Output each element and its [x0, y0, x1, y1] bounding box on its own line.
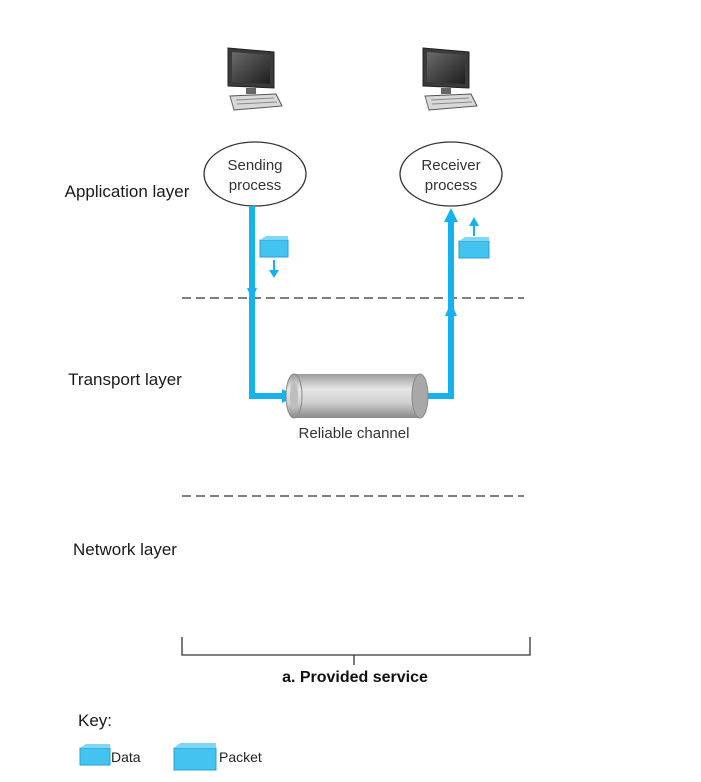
- key-title: Key:: [78, 711, 113, 730]
- figure-caption: a. Provided service: [282, 669, 428, 686]
- reliable-channel-pipe: [285, 373, 429, 419]
- receiver-process-line2: process: [425, 177, 478, 194]
- key-data-icon: [79, 744, 111, 766]
- sending-process-line1: Sending: [227, 157, 282, 174]
- application-layer-label: Application layer: [64, 182, 190, 201]
- sender-data-icon: [259, 236, 289, 278]
- data-flow-path: [247, 206, 458, 403]
- receiving-computer-icon: [422, 47, 478, 112]
- provided-service-bracket: [181, 637, 531, 665]
- receiver-data-icon: [458, 217, 490, 259]
- network-layer-label: Network layer: [73, 540, 177, 559]
- receiver-process: Receiver process: [399, 141, 503, 207]
- sending-computer-icon: [227, 47, 283, 112]
- sending-process: Sending process: [203, 141, 307, 207]
- sending-process-line2: process: [229, 177, 282, 194]
- key-packet-label: Packet: [219, 749, 262, 765]
- transport-layer-label: Transport layer: [68, 370, 182, 389]
- receiver-process-line1: Receiver: [421, 157, 480, 174]
- key-packet-icon: [173, 743, 217, 771]
- key-data-label: Data: [111, 749, 141, 765]
- reliable-channel-label: Reliable channel: [299, 425, 410, 442]
